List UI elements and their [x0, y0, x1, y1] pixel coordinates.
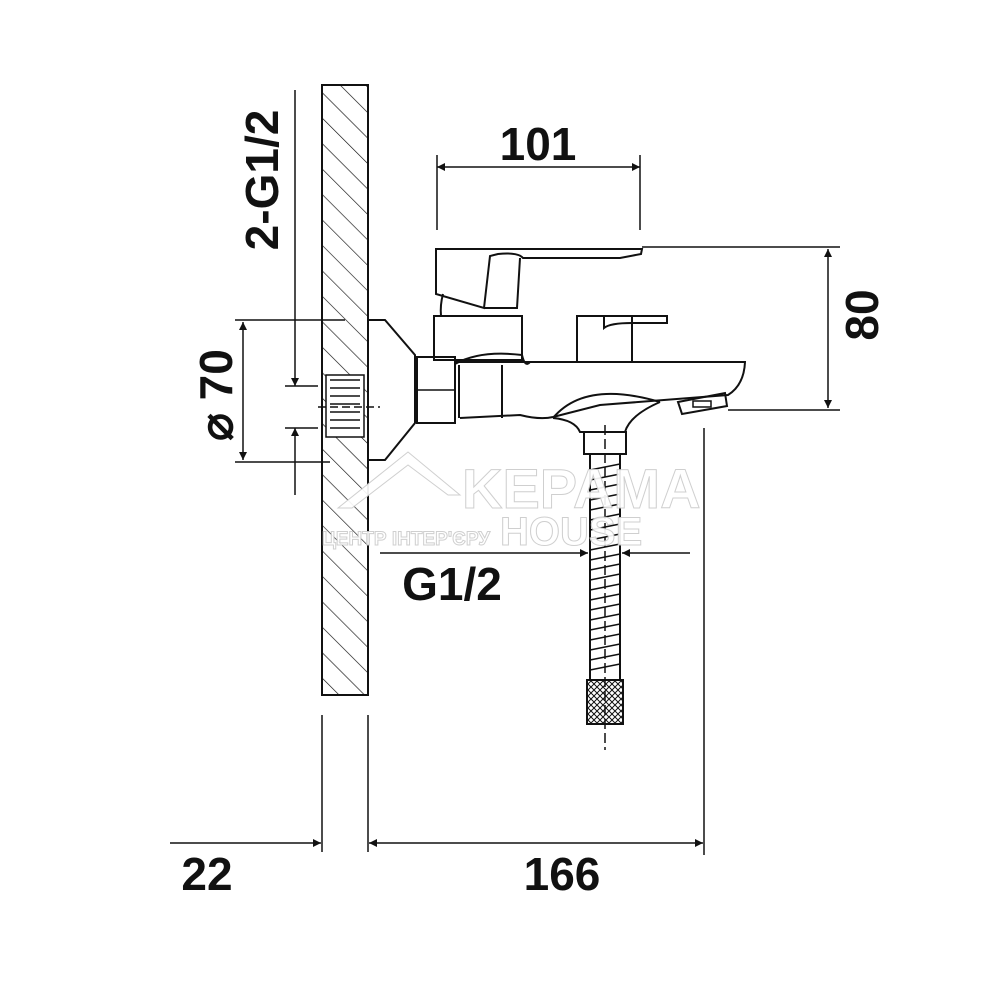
- dimension-inlet-thread: [285, 90, 318, 495]
- dimension-80: [642, 246, 840, 411]
- dimension-outlet-thread-label: G1/2: [402, 558, 502, 610]
- dimension-inlet-thread-label: 2-G1/2: [236, 110, 288, 251]
- faucet-body: [368, 248, 747, 461]
- watermark-brand-line2: HOUSE: [500, 510, 642, 554]
- dimension-101-label: 101: [500, 118, 577, 170]
- watermark-brand-line1: KEPAMA: [462, 457, 701, 520]
- shower-hose: [583, 425, 627, 750]
- dimension-80-label: 80: [836, 289, 888, 340]
- watermark-tagline: ЦЕНТР ІНТЕР'ЄРУ: [322, 529, 490, 550]
- wall-section: [318, 84, 380, 696]
- dimension-22-label: 22: [181, 848, 232, 900]
- dimension-166: [369, 428, 705, 855]
- dimension-flange-diameter: [235, 319, 345, 463]
- dimension-166-label: 166: [524, 848, 601, 900]
- dimension-101: [436, 155, 641, 230]
- watermark-logo: KEPAMA HOUSE ЦЕНТР ІНТЕР'ЄРУ: [322, 451, 701, 555]
- dimension-flange-diameter-label: ⌀ 70: [190, 349, 242, 441]
- house-roof-icon: [336, 451, 462, 509]
- dimension-22: [170, 715, 369, 852]
